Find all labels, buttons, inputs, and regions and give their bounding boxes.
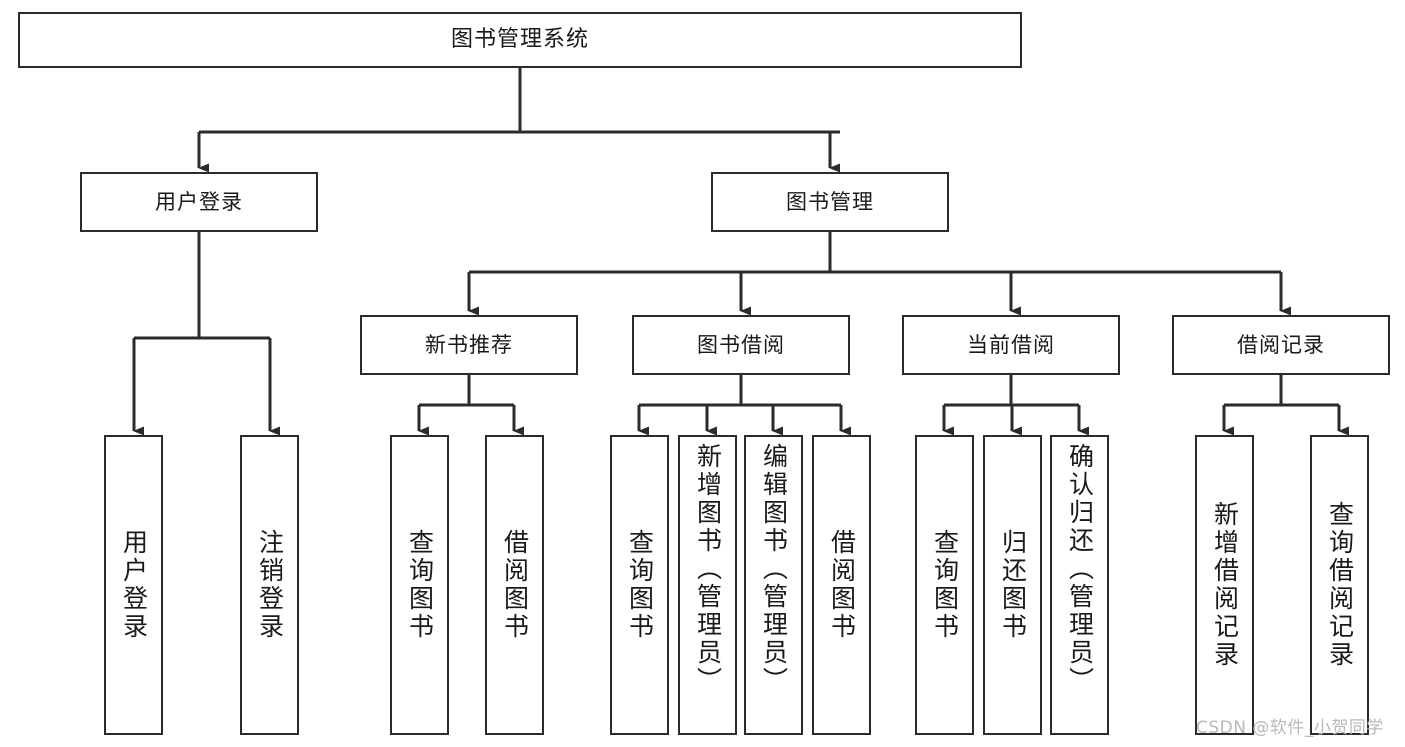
node-borrow-record[interactable]: 借阅记录	[1172, 315, 1390, 375]
leaf-borrow-edit-book-admin[interactable]: 编辑图书（管理员）	[744, 435, 803, 735]
leaf-user-login-signin[interactable]: 用户登录	[104, 435, 163, 735]
node-label: 借阅图书	[500, 529, 530, 641]
leaf-current-return-book[interactable]: 归还图书	[983, 435, 1042, 735]
node-label: 查询图书	[930, 529, 960, 641]
node-label: 用户登录	[119, 529, 149, 641]
node-label: 新书推荐	[425, 332, 513, 357]
node-label: 借阅记录	[1237, 332, 1325, 357]
node-label: 编辑图书（管理员）	[759, 443, 789, 695]
node-book-management[interactable]: 图书管理	[711, 172, 949, 232]
node-label: 归还图书	[998, 529, 1028, 641]
node-new-book-recommend[interactable]: 新书推荐	[360, 315, 578, 375]
node-label: 当前借阅	[967, 332, 1055, 357]
leaf-record-add-record[interactable]: 新增借阅记录	[1195, 435, 1254, 735]
leaf-current-query-book[interactable]: 查询图书	[915, 435, 974, 735]
node-book-borrow[interactable]: 图书借阅	[632, 315, 850, 375]
leaf-borrow-query-book[interactable]: 查询图书	[610, 435, 669, 735]
node-label: 图书管理系统	[450, 27, 589, 53]
node-label: 查询借阅记录	[1325, 501, 1355, 669]
node-label: 图书管理	[786, 189, 874, 214]
node-current-borrow[interactable]: 当前借阅	[902, 315, 1120, 375]
leaf-borrow-borrow-book[interactable]: 借阅图书	[812, 435, 871, 735]
node-label: 用户登录	[155, 189, 243, 214]
leaf-current-confirm-return-admin[interactable]: 确认归还（管理员）	[1050, 435, 1109, 735]
leaf-borrow-add-book-admin[interactable]: 新增图书（管理员）	[678, 435, 737, 735]
leaf-record-query-record[interactable]: 查询借阅记录	[1310, 435, 1369, 735]
node-label: 查询图书	[405, 529, 435, 641]
node-label: 新增图书（管理员）	[693, 443, 723, 695]
leaf-recommend-borrow-book[interactable]: 借阅图书	[485, 435, 544, 735]
node-user-login[interactable]: 用户登录	[80, 172, 318, 232]
node-label: 查询图书	[625, 529, 655, 641]
node-label: 图书借阅	[697, 332, 785, 357]
node-label: 新增借阅记录	[1210, 501, 1240, 669]
node-label: 确认归还（管理员）	[1065, 443, 1095, 695]
node-label: 注销登录	[255, 529, 285, 641]
leaf-user-login-signout[interactable]: 注销登录	[240, 435, 299, 735]
leaf-recommend-query-book[interactable]: 查询图书	[390, 435, 449, 735]
node-label: 借阅图书	[827, 529, 857, 641]
node-root-system[interactable]: 图书管理系统	[18, 12, 1022, 68]
